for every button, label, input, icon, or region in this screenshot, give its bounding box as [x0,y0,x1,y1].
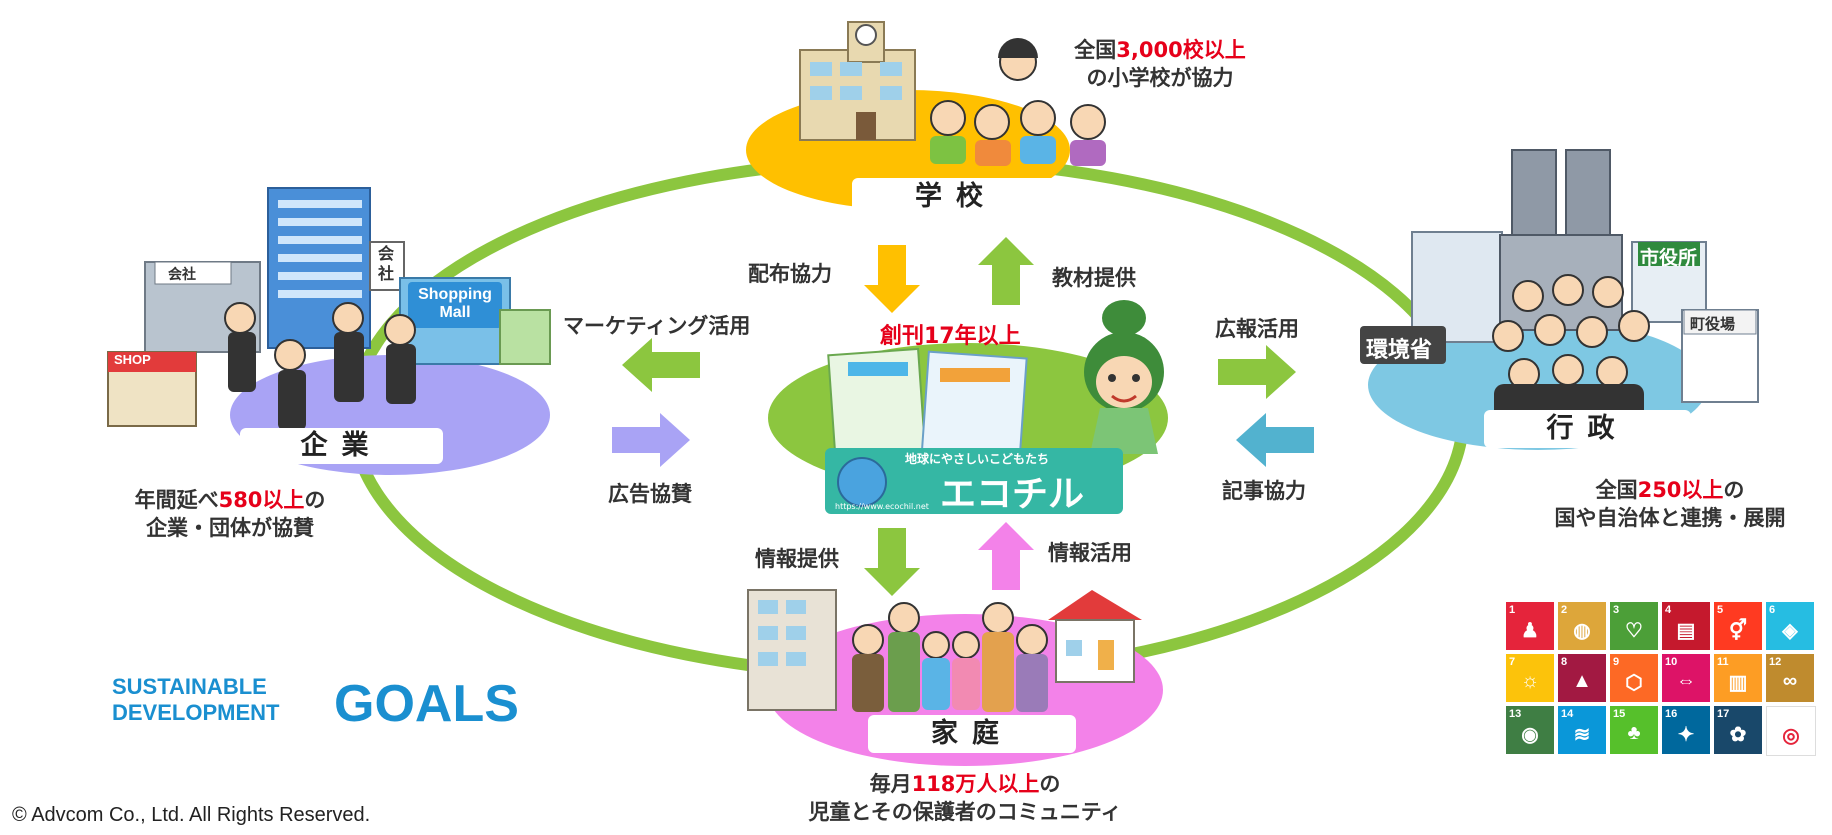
ecochil-logo-url: https://www.ecochil.net [835,502,929,511]
sdg-goal-16-icon: 16✦ [1662,706,1710,754]
newspaper-illustration [827,347,1028,468]
sdg-goal-7-icon: 7☼ [1506,654,1554,702]
school-building-illustration [799,21,916,141]
arrow-marketing [622,338,700,392]
school-label: 学校 [852,178,1060,216]
sdgs-logo-line2: DEVELOPMENT [112,700,280,725]
sdg-goal-14-icon: 14≋ [1558,706,1606,754]
arrow-sponsorship [612,413,690,467]
sdg-goal-13-icon: 13◉ [1506,706,1554,754]
env-ministry-sign: 環境省 [1366,338,1433,363]
company-sign: 会社 [168,267,196,283]
sdg-goal-3-icon: 3♡ [1610,602,1658,650]
arrow-articles [1236,413,1314,467]
city-hall-sign: 市役所 [1640,247,1698,269]
sdg-goal-17-icon: 17✿ [1714,706,1762,754]
government-label: 行政 [1484,410,1691,448]
sdg-icons-grid: 1♟2◍3♡4▤5⚥6◈ 7☼8▲9⬡10⇔11▥12∞ 13◉14≋15♣16✦1… [1506,602,1816,756]
sdgs-logo-line1: SUSTAINABLE [112,674,267,699]
town-hall-sign: 町役場 [1690,315,1736,333]
label-info-provide: 情報提供 [755,547,839,571]
sdg-goal-8-icon: 8▲ [1558,654,1606,702]
company-sign-vertical: 会社 [378,244,395,283]
sdg-goal-12-icon: 12∞ [1766,654,1814,702]
ecochil-logo-banner [825,448,1123,514]
label-pr: 広報活用 [1215,317,1299,341]
sdg-goal-11-icon: 11▥ [1714,654,1762,702]
ecochil-mascot-illustration [1084,300,1164,454]
company-label: 企業 [240,428,443,464]
family-members-illustration [852,602,1048,712]
ecochil-logo-text: エコチル [940,474,1085,515]
family-house-illustrations [747,589,1142,711]
company-workers-illustration [224,302,416,430]
sdg-goal-4-icon: 4▤ [1662,602,1710,650]
sdg-goal-5-icon: 5⚥ [1714,602,1762,650]
sdg-goal-wheel-icon: ◎ [1766,706,1816,756]
center-headline: 創刊17年以上 [880,324,1021,349]
label-distribution: 配布協力 [748,262,832,286]
sdg-goal-15-icon: 15♣ [1610,706,1658,754]
label-materials: 教材提供 [1052,266,1136,290]
sdg-goal-6-icon: 6◈ [1766,602,1814,650]
company-stat: 年間延べ580以上の 企業・団体が協賛 [134,488,326,540]
globe-icon [837,457,887,507]
arrow-materials [978,237,1034,305]
arrow-info-provide [864,528,920,596]
school-stat: 全国3,000校以上 の小学校が協力 [1074,38,1246,90]
arrow-distribution [864,245,920,313]
label-marketing: マーケティング活用 [563,314,751,338]
shop-sign: SHOP [114,352,151,367]
sdgs-logo-goals: GOALS [334,675,519,733]
company-buildings-illustration [107,187,551,427]
sdg-goal-10-icon: 10⇔ [1662,654,1710,702]
family-stat: 毎月118万人以上の 児童とその保護者のコミュニティ [808,772,1122,824]
arrow-info-use [978,522,1034,590]
ecochil-logo-sub: 地球にやさしいこどもたち [905,452,1050,466]
sdg-goal-9-icon: 9⬡ [1610,654,1658,702]
school-children-illustration [930,38,1106,166]
label-articles: 記事協力 [1222,479,1306,503]
copyright-text: © Advcom Co., Ltd. All Rights Reserved. [12,804,371,826]
label-sponsorship: 広告協賛 [608,482,692,506]
sdg-goal-2-icon: 2◍ [1558,602,1606,650]
label-info-use: 情報活用 [1048,541,1132,565]
arrow-pr [1218,345,1296,399]
government-stat: 全国250以上の 国や自治体と連携・展開 [1554,478,1786,530]
sdg-goal-1-icon: 1♟ [1506,602,1554,650]
family-label: 家庭 [868,715,1076,753]
